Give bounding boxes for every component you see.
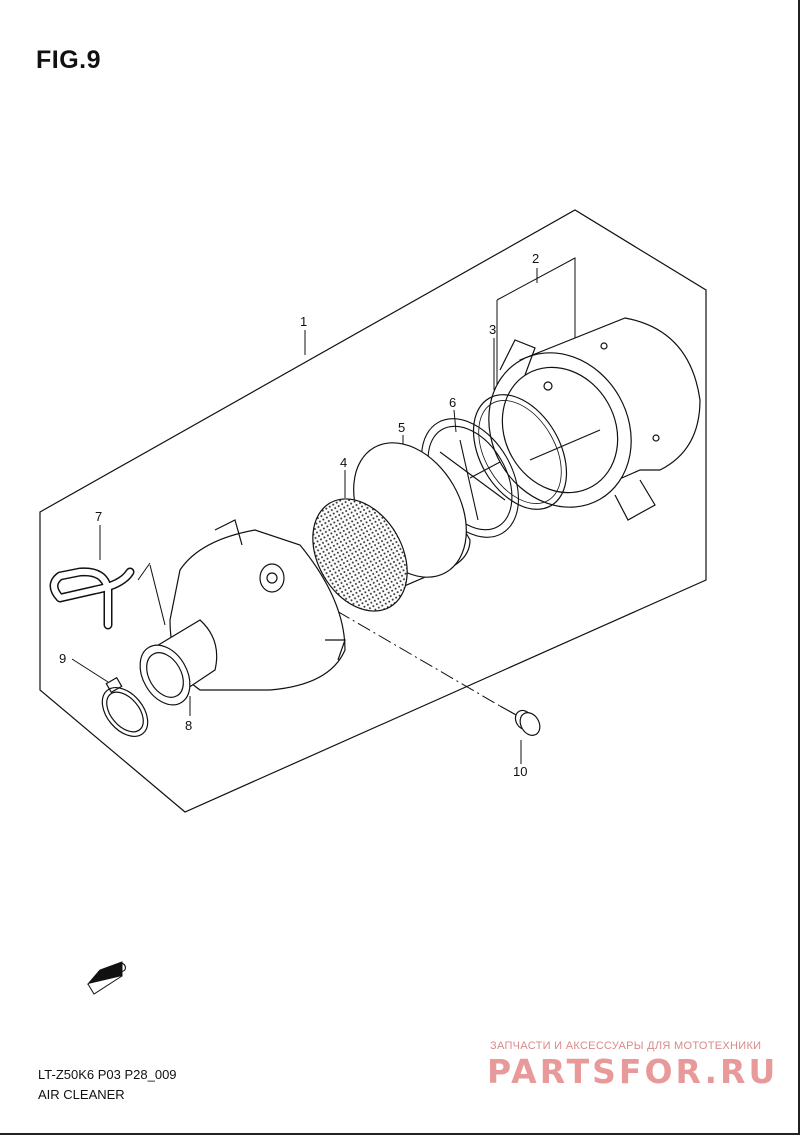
drawing-name: AIR CLEANER (38, 1087, 125, 1102)
part-8-neck (139, 619, 218, 706)
fwd-arrow-icon (86, 961, 123, 995)
callout-5: 5 (398, 420, 405, 435)
leader-lines (71, 268, 538, 764)
callout-8: 8 (185, 718, 192, 733)
callout-3: 3 (489, 322, 496, 337)
drawing-code: LT-Z50K6 P03 P28_009 (38, 1067, 177, 1082)
figure-title: FIG.9 (36, 46, 102, 74)
callout-2: 2 (532, 251, 539, 266)
callout-7: 7 (95, 509, 102, 524)
callout-10: 10 (513, 764, 527, 779)
part-4-mesh (312, 498, 408, 612)
part-10-bolt (499, 705, 541, 736)
callout-1: 1 (300, 314, 307, 329)
callout-9: 9 (59, 651, 66, 666)
bracket-2-3 (496, 257, 576, 345)
watermark-tagline: ЗАПЧАСТИ И АКСЕССУАРЫ ДЛЯ МОТОТЕХНИКИ (490, 1040, 762, 1052)
watermark-logo[interactable]: PARTSFOR.RU (487, 1052, 779, 1091)
callout-4: 4 (340, 455, 347, 470)
callout-6: 6 (449, 395, 456, 410)
assembly-boundary (39, 209, 707, 813)
part-9-clamp (101, 676, 149, 737)
part-3-seal (472, 394, 568, 510)
